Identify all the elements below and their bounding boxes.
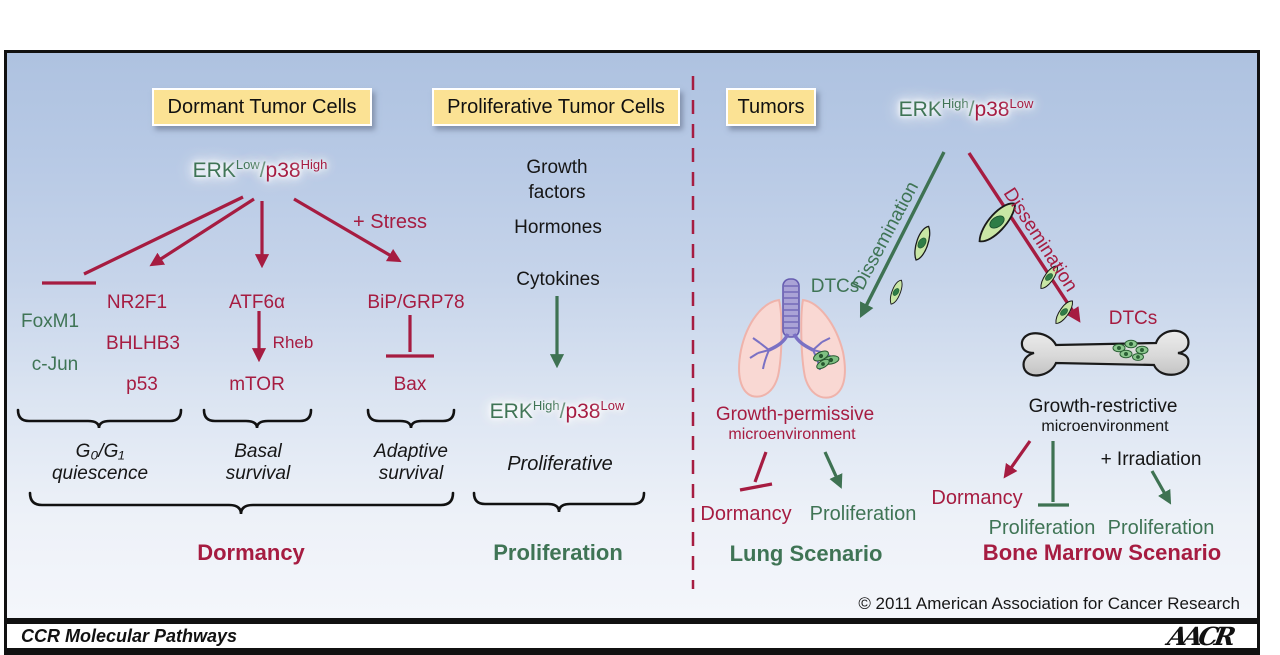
proliferative-tumor-cells-label: Proliferative Tumor Cells bbox=[447, 95, 665, 118]
dormant-tumor-cells-label: Dormant Tumor Cells bbox=[167, 95, 357, 118]
erk-level: High bbox=[941, 96, 969, 111]
bone-proliferation-blocked-label: Proliferation bbox=[988, 517, 1096, 539]
stress-label: + Stress bbox=[353, 211, 427, 233]
cytokines-label: Cytokines bbox=[516, 269, 600, 290]
proliferative-caption: Proliferative bbox=[507, 453, 613, 475]
bone-marrow-scenario-heading: Bone Marrow Scenario bbox=[982, 540, 1222, 565]
bip-grp78-label: BiP/GRP78 bbox=[367, 292, 465, 313]
journal-footer: CCR Molecular Pathways AACR bbox=[4, 621, 1260, 651]
growth-restrictive-label: Growth-restrictive bbox=[1028, 396, 1178, 417]
lung-dormancy-label: Dormancy bbox=[700, 503, 792, 525]
dormant-tumor-cells-box: Dormant Tumor Cells bbox=[152, 88, 372, 126]
proliferation-heading: Proliferation bbox=[493, 540, 623, 565]
tumors-label: Tumors bbox=[737, 95, 805, 118]
erk-level: High bbox=[532, 398, 560, 413]
aacr-logo: AACR bbox=[1164, 622, 1234, 651]
mtor-label: mTOR bbox=[229, 374, 285, 395]
erk-p38-hub-left: ERKLow/p38High bbox=[192, 157, 328, 183]
bottom-rule bbox=[4, 648, 1260, 655]
atf6-label: ATF6α bbox=[228, 292, 286, 313]
hormones-label: Hormones bbox=[514, 217, 602, 238]
p38-level: High bbox=[300, 157, 328, 172]
erk-p38-hub-right: ERKHigh/p38Low bbox=[898, 96, 1034, 122]
erk-label: ERK bbox=[489, 400, 533, 423]
rheb-label: Rheb bbox=[272, 333, 314, 352]
p38-label: p38 bbox=[974, 98, 1010, 121]
p38-label: p38 bbox=[265, 159, 301, 182]
dormancy-heading: Dormancy bbox=[197, 540, 305, 565]
cjun-label: c-Jun bbox=[31, 354, 79, 375]
dtcs-lung-label: DTCs bbox=[810, 276, 860, 297]
slash: / bbox=[259, 159, 266, 182]
quiescence-caption: G₀/G₁ quiescence bbox=[51, 441, 149, 484]
lung-scenario-heading: Lung Scenario bbox=[729, 541, 883, 566]
irradiation-label: + Irradiation bbox=[1100, 449, 1202, 470]
p53-label: p53 bbox=[126, 374, 158, 395]
tumors-box: Tumors bbox=[726, 88, 816, 126]
erk-p38-hub-middle: ERKHigh/p38Low bbox=[489, 398, 625, 424]
journal-title: CCR Molecular Pathways bbox=[21, 626, 238, 646]
copyright-notice: © 2011 American Association for Cancer R… bbox=[858, 594, 1240, 613]
p38-level: Low bbox=[1009, 96, 1034, 111]
bax-label: Bax bbox=[393, 374, 427, 395]
growth-factors-label: Growth factors bbox=[526, 157, 588, 203]
erk-label: ERK bbox=[192, 159, 236, 182]
foxm1-label: FoxM1 bbox=[20, 311, 80, 332]
erk-level: Low bbox=[235, 157, 260, 172]
dtcs-bone-label: DTCs bbox=[1108, 308, 1158, 329]
p38-label: p38 bbox=[565, 400, 601, 423]
growth-permissive-label: Growth-permissive bbox=[715, 404, 875, 425]
p38-level: Low bbox=[600, 398, 625, 413]
lung-proliferation-label: Proliferation bbox=[809, 503, 917, 525]
bone-proliferation-irradiated-label: Proliferation bbox=[1107, 517, 1215, 539]
nr2f1-label: NR2F1 bbox=[106, 292, 168, 313]
bone-dormancy-label: Dormancy bbox=[931, 487, 1023, 509]
bone-microenvironment-label: microenvironment bbox=[1041, 418, 1169, 435]
basal-survival-caption: Basal survival bbox=[225, 441, 291, 484]
bhlhb3-label: BHLHB3 bbox=[106, 333, 180, 354]
lung-microenvironment-label: microenvironment bbox=[728, 426, 856, 443]
erk-label: ERK bbox=[898, 98, 942, 121]
adaptive-survival-caption: Adaptive survival bbox=[374, 441, 448, 484]
slash: / bbox=[968, 98, 975, 121]
slash: / bbox=[559, 400, 566, 423]
proliferative-tumor-cells-box: Proliferative Tumor Cells bbox=[432, 88, 680, 126]
